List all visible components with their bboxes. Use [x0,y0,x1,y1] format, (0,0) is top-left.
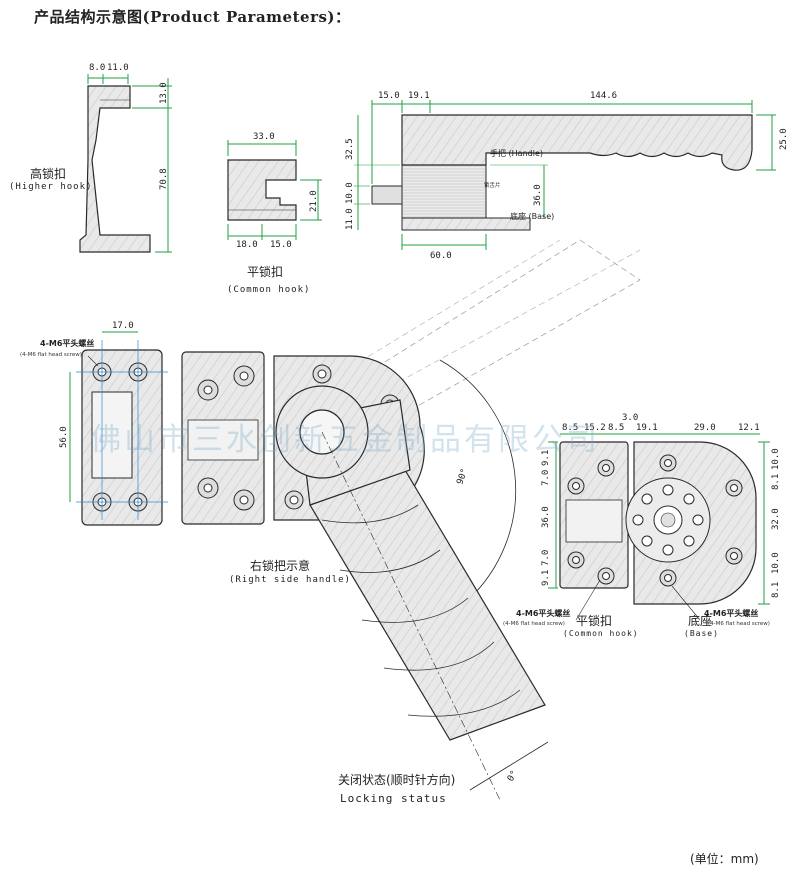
detail-dim-8-1b: 8.1 [771,582,781,598]
left-plate-drawing [69,331,168,526]
handle-label: 手把 (Handle) [490,148,543,158]
higher-hook-dim-13: 13.0 [159,82,169,104]
higher-hook-label-cn: 高锁扣 [30,167,67,181]
unit-label: (单位：mm) [690,852,759,866]
detail-dim-7a: 7.0 [541,470,551,486]
detail-hook-label-en: (Common hook) [563,629,639,638]
detail-base-screw-en: (4-M6 flat head screw) [708,621,770,627]
handle-dim-32: 32.5 [345,138,355,160]
higher-hook-drawing [79,74,172,253]
common-hook-label-cn: 平锁扣 [247,265,284,279]
detail-dim-15-2: 15.2 [584,423,606,433]
detail-hook-screw-cn: 4-M6平头螺丝 [516,608,570,618]
detail-dim-10b: 10.0 [771,552,781,574]
detail-base-screw-cn: 4-M6平头螺丝 [704,608,758,618]
handle-dim-11: 11.0 [345,208,355,230]
common-hook-dim-33: 33.0 [253,132,275,142]
locking-status-label-cn: 关闭状态(顺时针方向) [338,773,456,787]
handle-dim-144: 144.6 [590,91,617,101]
handle-angle-0: 0° [506,769,520,783]
common-hook-dim-15: 15.0 [270,240,292,250]
detail-dim-19-1: 19.1 [636,423,658,433]
detail-dim-12-1: 12.1 [738,423,760,433]
higher-hook-dim-70: 70.8 [159,168,169,190]
detail-dim-7b: 7.0 [541,550,551,566]
detail-dim-8-5b: 8.5 [608,423,624,433]
left-plate-dim-17: 17.0 [112,321,134,331]
right-base-drawing [560,433,770,621]
common-hook-top-drawing [227,140,322,240]
handle-dim-10: 10.0 [345,182,355,204]
higher-hook-dim-11: 11.0 [107,63,129,73]
handle-side-drawing [354,100,776,250]
detail-dim-29: 29.0 [694,423,716,433]
higher-hook-dim-8: 8.0 [89,63,105,73]
handle-dim-25: 25.0 [779,128,789,150]
right-common-hook-drawing [548,441,629,621]
detail-dim-9-1a: 9.1 [541,450,551,466]
higher-hook-label-en: (Higher hook) [9,182,93,192]
detail-base-label-cn: 底座 [688,614,713,628]
page-title: 产品结构示意图(Product Parameters)： [34,8,351,26]
detail-hook-label-cn: 平锁扣 [576,614,613,628]
detail-dim-8-5a: 8.5 [562,423,578,433]
common-hook-label-en: (Common hook) [227,285,311,295]
locking-status-label-en: Locking status [340,792,447,805]
detail-hook-screw-en: (4-M6 flat head screw) [503,621,565,627]
handle-dim-19: 19.1 [408,91,430,101]
common-hook-dim-21: 21.0 [309,190,319,212]
detail-dim-10a: 10.0 [771,448,781,470]
handle-dim-60: 60.0 [430,251,452,261]
lock-plate-label: 锁舌片 [484,181,501,189]
detail-base-label-en: (Base) [684,629,719,638]
detail-dim-32: 32.0 [771,508,781,530]
left-plate-dim-56: 56.0 [59,426,69,448]
handle-dim-15: 15.0 [378,91,400,101]
watermark: 佛山市三水创新五金制品有限公司 [90,422,600,458]
base-label: 底座 (Base) [510,211,554,221]
right-side-handle-label-en: (Right side handle) [229,575,351,585]
handle-angle-90: 90° [455,467,470,486]
right-side-handle-label-cn: 右锁把示意 [250,559,311,573]
left-plate-screw-cn: 4-M6平头螺丝 [40,338,94,348]
detail-dim-8-1a: 8.1 [771,474,781,490]
common-hook-dim-18: 18.0 [236,240,258,250]
detail-dim-36: 36.0 [541,506,551,528]
detail-dim-3: 3.0 [622,413,638,423]
left-plate-screw-en: (4-M6 flat head screw) [20,352,82,358]
handle-dim-36: 36.0 [533,184,543,206]
detail-dim-9-1b: 9.1 [541,570,551,586]
right-side-handle-drawing [181,239,641,801]
